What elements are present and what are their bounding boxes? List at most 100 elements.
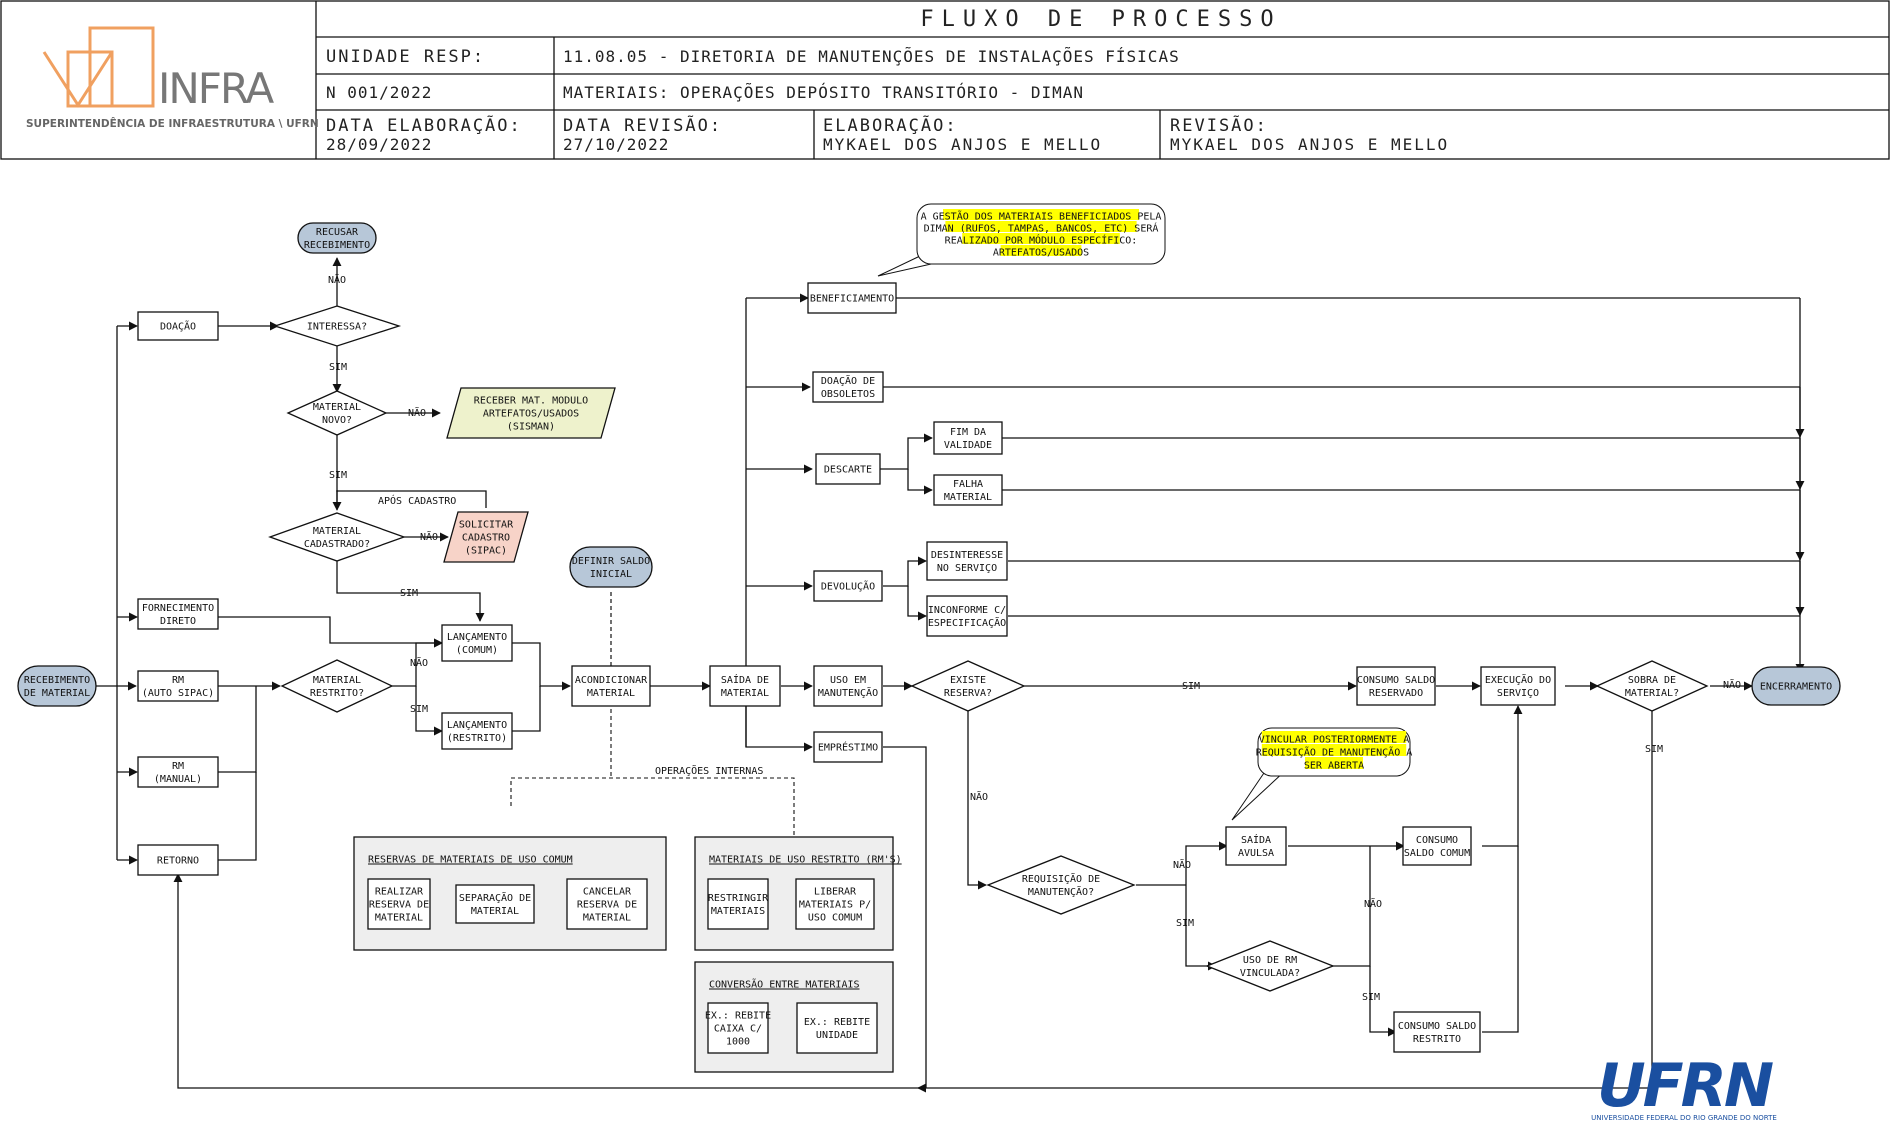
emprestimo-process[interactable]: EMPRÉSTIMO (813, 731, 883, 763)
ufrn-tagline: UNIVERSIDADE FEDERAL DO RIO GRANDE DO NO… (1591, 1114, 1777, 1122)
encerramento-terminator[interactable]: ENCERRAMENTO (1751, 666, 1841, 706)
label-sim-material-novo: SIM (329, 470, 347, 481)
unidade-value: 11.08.05 - DIRETORIA DE MANUTENÇÕES DE I… (563, 47, 1180, 66)
label-sim-requisicao: SIM (1176, 918, 1194, 929)
note-beneficiamento-label: A GESTÃO DOS MATERIAIS BENEFICIADOS PELA… (921, 210, 1162, 259)
label-nao-interessa: NÃO (328, 273, 346, 286)
doacao-process[interactable]: DOAÇÃO (137, 311, 219, 341)
inconforme-label: INCONFORME C/ESPECIFICAÇÃO (928, 605, 1006, 629)
label-nao-uso-rm: NÃO (1364, 897, 1382, 910)
interessa-decision[interactable]: INTERESSA? (272, 305, 402, 347)
beneficiamento-process[interactable]: BENEFICIAMENTO (807, 282, 897, 314)
label-apos-cadastro: APÓS CADASTRO (378, 494, 456, 507)
lanc-comum-process[interactable]: LANÇAMENTO(COMUM) (441, 624, 513, 662)
rm-auto-label: RM(AUTO SIPAC) (142, 675, 214, 699)
grp-conversao-label: CONVERSÃO ENTRE MATERIAIS (709, 978, 860, 991)
connectors (96, 255, 1805, 1093)
label-operacoes-internas: OPERAÇÕES INTERNAS (655, 764, 763, 777)
rm-manual-process[interactable]: RM(MANUAL) (137, 756, 219, 788)
data-elaboracao-value: 28/09/2022 (326, 135, 432, 154)
label-sim-uso-rm: SIM (1362, 992, 1380, 1003)
header: INFRA SUPERINTENDÊNCIA DE INFRAESTRUTURA… (0, 0, 1890, 160)
label-nao-material-novo: NÃO (408, 406, 426, 419)
beneficiamento-label: BENEFICIAMENTO (810, 294, 894, 305)
edge-labels: NÃO SIM NÃO SIM APÓS CADASTRO NÃO SIM NÃ… (328, 273, 1741, 1003)
encerramento-label: ENCERRAMENTO (1760, 682, 1832, 693)
label-nao-cadastrado: NÃO (420, 530, 438, 543)
interessa-label: INTERESSA? (307, 322, 367, 333)
note-beneficiamento: A GESTÃO DOS MATERIAIS BENEFICIADOS PELA… (916, 203, 1166, 265)
data-elaboracao-label: DATA ELABORAÇÃO: (326, 114, 522, 136)
devolucao-process[interactable]: DEVOLUÇÃO (813, 570, 883, 602)
label-sim-interessa: SIM (329, 362, 347, 373)
rm-auto-process[interactable]: RM(AUTO SIPAC) (137, 670, 219, 702)
label-nao-sobra: NÃO (1723, 678, 1741, 691)
descarte-process[interactable]: DESCARTE (815, 453, 881, 485)
retorno-process[interactable]: RETORNO (137, 844, 219, 876)
label-nao-requisicao: NÃO (1173, 858, 1191, 871)
lanc-restrito-process[interactable]: LANÇAMENTO(RESTRITO) (441, 712, 513, 750)
devolucao-label: DEVOLUÇÃO (821, 580, 875, 593)
logo-text: INFRA (158, 64, 274, 113)
label-nao-restrito: NÃO (410, 656, 428, 669)
inconforme-process[interactable]: INCONFORME C/ESPECIFICAÇÃO (926, 595, 1008, 637)
page-title: FLUXO DE PROCESSO (920, 7, 1281, 32)
emprestimo-label: EMPRÉSTIMO (818, 741, 878, 754)
elaboracao-value: MYKAEL DOS ANJOS E MELLO (823, 135, 1102, 154)
